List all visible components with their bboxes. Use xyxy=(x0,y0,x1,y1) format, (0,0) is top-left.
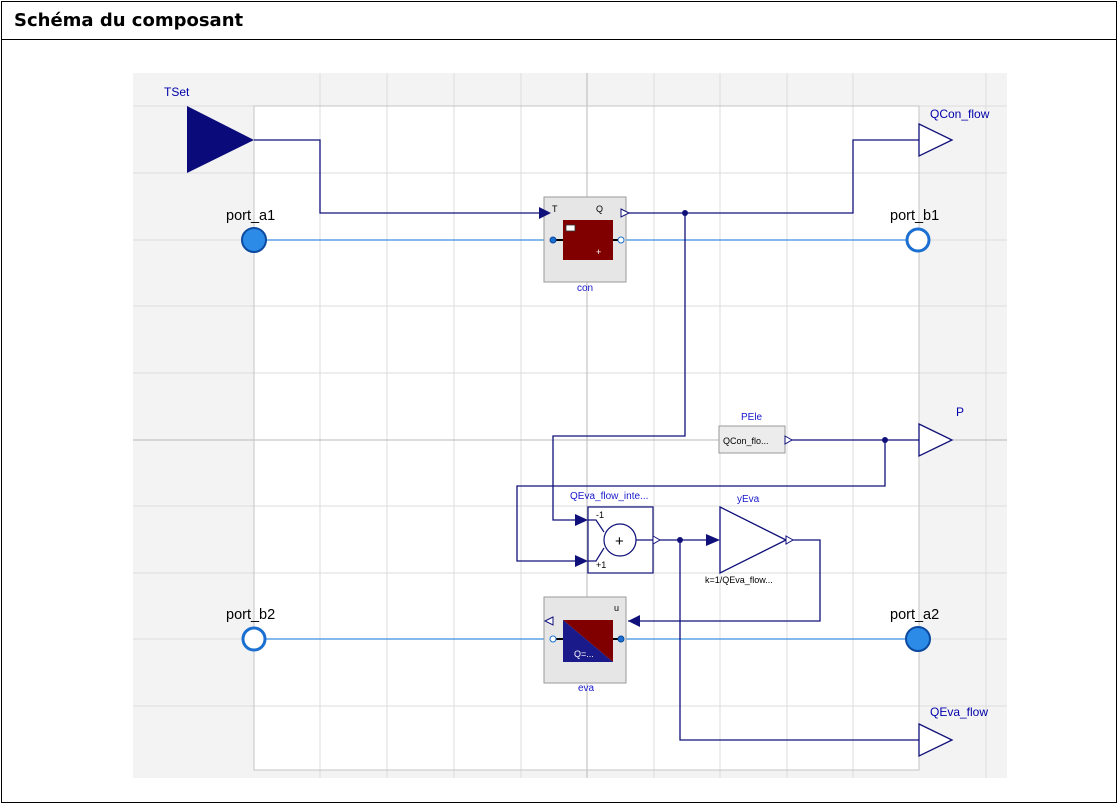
port-hollow-icon xyxy=(905,227,931,253)
p-output[interactable]: P xyxy=(918,405,964,458)
sum-symbol: + xyxy=(615,533,624,550)
eva-blue-icon xyxy=(563,620,613,662)
signal-connections xyxy=(254,139,919,741)
gain-k1: -1 xyxy=(596,510,604,520)
port-filled-icon xyxy=(905,626,931,652)
port-a2-label: port_a2 xyxy=(890,607,939,623)
pele-output-icon xyxy=(784,435,794,445)
gain-output-icon xyxy=(785,535,795,545)
input-triangle-icon xyxy=(187,106,254,173)
tset-input[interactable]: TSet xyxy=(164,85,254,173)
con-block[interactable]: + T Q con xyxy=(539,196,631,294)
eva-name: eva xyxy=(578,683,595,694)
port-hollow-icon xyxy=(241,626,267,652)
con-input-t-icon xyxy=(539,207,551,219)
pele-name: PEle xyxy=(741,412,763,423)
pele-expression: QCon_flo... xyxy=(723,436,769,446)
yeva-param: k=1/QEva_flow... xyxy=(705,575,773,585)
output-triangle-icon xyxy=(918,122,954,158)
fluid-connections xyxy=(254,239,917,640)
port-a2[interactable]: port_a2 xyxy=(890,607,939,652)
port-filled-icon xyxy=(241,227,267,253)
output-triangle-icon xyxy=(918,722,954,758)
con-pin-q: Q xyxy=(596,204,603,214)
pele-box xyxy=(718,425,786,454)
eva-input-u-icon xyxy=(628,615,640,627)
port-b2[interactable]: port_b2 xyxy=(226,607,275,652)
qeva-int-name: QEva_flow_inte... xyxy=(570,491,648,502)
gain-input-icon xyxy=(706,534,720,546)
output-triangle-icon xyxy=(918,422,954,458)
qcon-flow-output[interactable]: QCon_flow xyxy=(918,107,990,158)
add-output-icon xyxy=(652,535,662,545)
connection-dots xyxy=(677,210,888,543)
pele-block[interactable]: PEle QCon_flo... xyxy=(718,412,794,454)
panel-title: Schéma du composant xyxy=(14,10,244,31)
add-input-2-icon xyxy=(575,555,588,567)
eva-port-b-icon xyxy=(549,635,557,643)
con-pin-t: T xyxy=(552,204,558,214)
eva-expression: Q=... xyxy=(574,649,594,659)
port-a1-label: port_a1 xyxy=(226,208,275,224)
add-input-1-icon xyxy=(575,514,588,526)
qeva-flow-label: QEva_flow xyxy=(930,705,988,719)
eva-pin-u: u xyxy=(614,603,619,613)
yeva-name: yEva xyxy=(737,494,760,505)
con-indicator-icon xyxy=(565,224,576,232)
port-a1[interactable]: port_a1 xyxy=(226,208,275,253)
eva-block[interactable]: u Q=... eva xyxy=(543,596,640,694)
port-b1[interactable]: port_b1 xyxy=(890,208,939,253)
port-b1-label: port_b1 xyxy=(890,208,939,224)
panel-header: Schéma du composant xyxy=(2,2,1116,40)
con-plus-sign: + xyxy=(596,247,601,257)
yeva-block[interactable]: yEva k=1/QEva_flow... xyxy=(705,494,795,585)
p-label: P xyxy=(956,405,964,419)
qeva-int-block[interactable]: QEva_flow_inte... + -1 +1 xyxy=(570,491,662,574)
eva-port-a-icon xyxy=(617,635,625,643)
qcon-flow-label: QCon_flow xyxy=(930,107,990,121)
con-output-q-icon xyxy=(620,208,631,218)
qeva-flow-output[interactable]: QEva_flow xyxy=(918,705,988,758)
port-b2-label: port_b2 xyxy=(226,607,275,623)
gain-k2: +1 xyxy=(596,560,606,570)
con-port-a-icon xyxy=(549,236,557,244)
con-name: con xyxy=(577,283,593,294)
tset-label: TSet xyxy=(164,85,190,99)
con-port-b-icon xyxy=(617,236,625,244)
eva-output-icon xyxy=(543,616,554,626)
